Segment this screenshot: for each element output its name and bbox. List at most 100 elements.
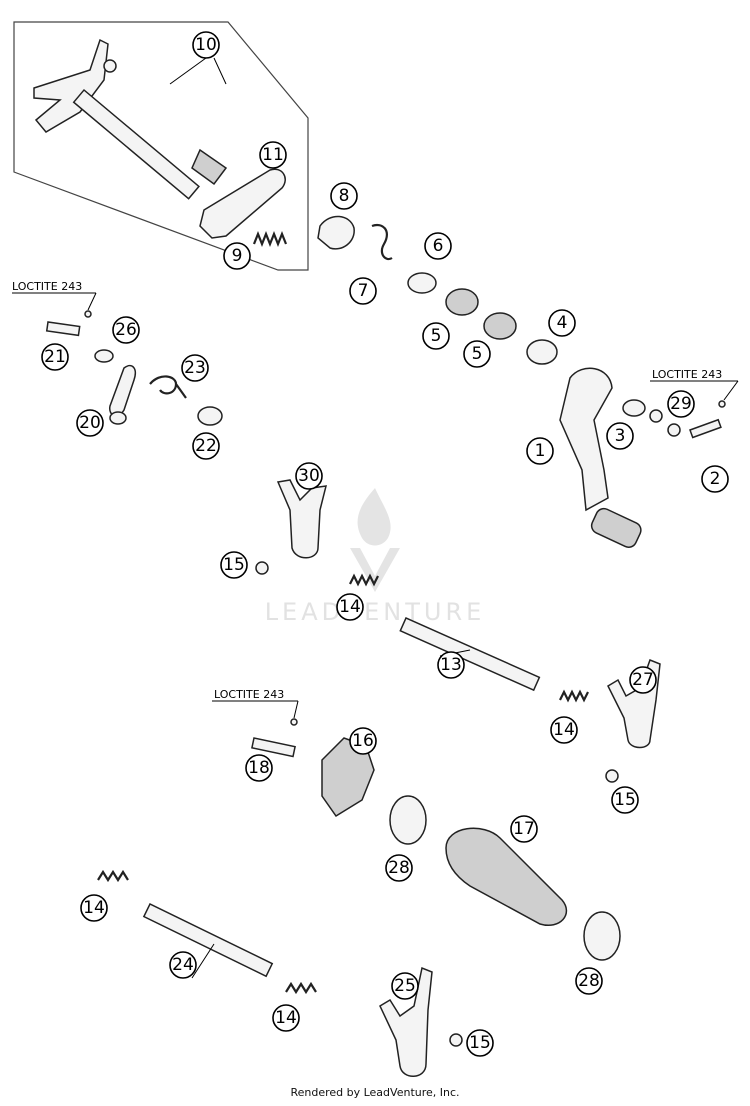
svg-text:29: 29 [670,394,692,414]
part-loctite-drop-21 [84,310,92,318]
part-roller-22 [197,406,223,426]
callout-9: 9 [223,242,251,270]
footer-credit: Rendered by LeadVenture, Inc. [290,1086,460,1099]
svg-text:15: 15 [614,790,636,810]
part-spring-14a [349,573,379,587]
callout-14a: 14 [336,593,364,621]
callout-23: 23 [181,354,209,382]
svg-text:14: 14 [553,720,575,740]
svg-text:22: 22 [195,436,217,456]
callout-15b: 15 [611,786,639,814]
svg-text:2: 2 [710,469,721,489]
svg-text:LOCTITE 243: LOCTITE 243 [12,280,82,293]
callout-16: 16 [349,727,377,755]
callout-1: 1 [526,437,554,465]
part-washer-6 [407,272,437,294]
part-rod-24 [142,902,274,978]
svg-text:28: 28 [578,971,600,991]
callout-13: 13 [437,651,465,679]
part-seal-4 [526,339,558,365]
callout-20: 20 [76,409,104,437]
callout-7: 7 [349,277,377,305]
svg-text:27: 27 [632,670,654,690]
part-washer-3 [622,399,646,417]
callout-14d: 14 [272,1004,300,1032]
svg-text:20: 20 [79,413,101,433]
svg-text:9: 9 [232,246,243,266]
callout-21: 21 [41,343,69,371]
part-washer-29b [667,423,681,437]
callout-26: 26 [112,316,140,344]
callout-8: 8 [330,182,358,210]
svg-text:1: 1 [535,441,546,461]
svg-text:26: 26 [115,320,137,340]
callout-17: 17 [510,815,538,843]
part-fork-25 [379,966,433,1077]
callout-22: 22 [192,432,220,460]
watermark-text: LEADVENTURE [265,598,486,626]
callout-10: 10 [192,31,220,59]
callout-25: 25 [391,972,419,1000]
part-spring-14d [285,981,317,995]
callout-30: 30 [295,462,323,490]
part-ring-20 [109,411,127,425]
part-lever-20 [109,364,136,417]
callout-15a: 15 [220,551,248,579]
part-shift-star-16 [321,737,375,818]
part-bolt-2 [689,418,722,439]
part-washer-26 [94,349,114,363]
part-pin-15c [449,1033,463,1047]
part-spring-9 [252,231,288,247]
part-bolt-21 [45,321,81,337]
svg-text:21: 21 [44,347,66,367]
part-pin-15a [255,561,269,575]
part-clip-7 [371,223,393,261]
part-shift-lever [559,367,613,512]
svg-text:23: 23 [184,358,206,378]
callout-6: 6 [424,232,452,260]
callout-29: 29 [667,390,695,418]
svg-text:14: 14 [83,898,105,918]
svg-text:15: 15 [223,555,245,575]
loctite-label-left: LOCTITE 243 [12,280,97,311]
svg-text:13: 13 [440,655,462,675]
watermark-logo: LEADVENTURE [265,488,486,626]
part-spring-23 [149,375,187,399]
callout-14b: 14 [550,716,578,744]
svg-text:6: 6 [433,236,444,256]
callout-28a: 28 [385,854,413,882]
kit-box-outline [13,21,309,271]
part-spring-14c [97,869,129,883]
svg-text:17: 17 [513,819,535,839]
part-8 [317,215,355,250]
part-washer-29a [649,409,663,423]
callout-27: 27 [629,666,657,694]
part-shift-shaft [33,38,228,200]
part-loctite-drop-2 [718,400,726,408]
svg-text:28: 28 [388,858,410,878]
part-bolt-18 [251,737,296,758]
svg-text:11: 11 [262,145,284,165]
part-shift-lever-peg [590,507,642,548]
callout-28b: 28 [575,967,603,995]
part-bearing-5b [483,312,517,340]
svg-text:5: 5 [431,326,442,346]
svg-text:8: 8 [339,186,350,206]
callout-5b: 5 [463,340,491,368]
part-plate [199,168,286,239]
svg-text:5: 5 [472,344,483,364]
svg-text:30: 30 [298,466,320,486]
callout-18: 18 [245,754,273,782]
callout-5a: 5 [422,322,450,350]
part-shift-drum-17 [445,827,568,927]
svg-text:14: 14 [339,597,361,617]
svg-text:7: 7 [358,281,369,301]
part-fork-30 [276,479,327,559]
loctite-label-middle: LOCTITE 243 [212,688,299,719]
part-loctite-drop-18 [290,718,298,726]
part-pin-15b [605,769,619,783]
svg-text:15: 15 [469,1033,491,1053]
svg-text:16: 16 [352,731,374,751]
svg-text:24: 24 [172,955,194,975]
part-bearing-5a [445,288,479,316]
